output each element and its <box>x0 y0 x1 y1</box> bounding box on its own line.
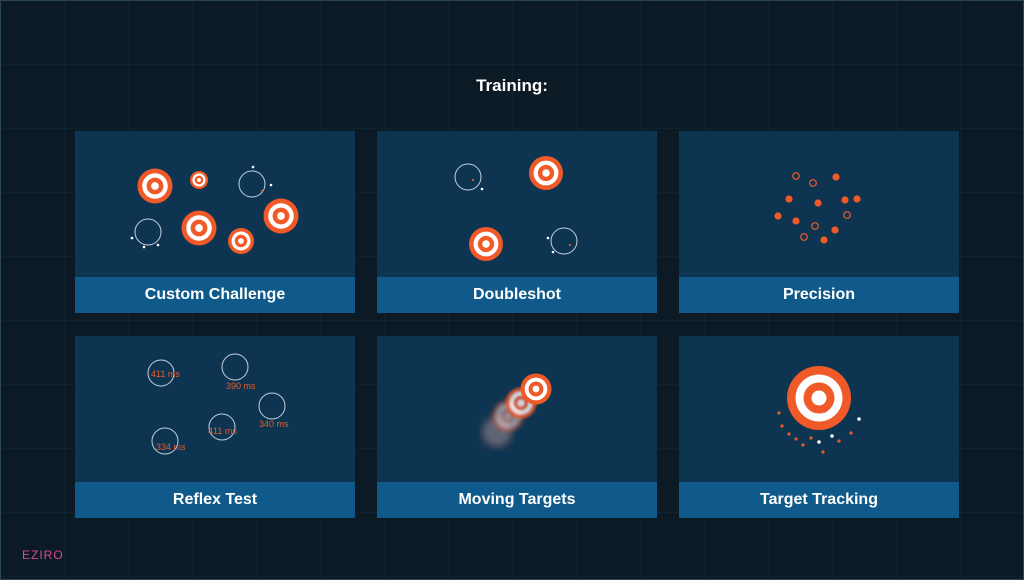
hit-dot <box>568 243 572 247</box>
tracking-dot <box>823 409 827 413</box>
precision-illustration <box>774 172 861 244</box>
reaction-time-label: 334 ms <box>156 442 186 452</box>
empty-target-ring <box>238 170 266 198</box>
card-target-tracking[interactable]: Target Tracking <box>679 336 959 518</box>
precision-dot <box>832 173 840 181</box>
tracking-dot <box>821 450 825 454</box>
hit-dot <box>471 178 475 182</box>
tracking-dot <box>830 434 834 438</box>
card-label: Custom Challenge <box>75 277 355 313</box>
precision-dot <box>792 217 800 225</box>
precision-ring <box>811 222 819 230</box>
hit-dot <box>269 183 273 187</box>
precision-ring <box>843 211 851 219</box>
tracking-dot <box>809 436 813 440</box>
card-doubleshot[interactable]: Doubleshot <box>377 131 657 313</box>
empty-target-ring <box>258 392 286 420</box>
tracking-dot <box>787 432 791 436</box>
reflex-test-illustration: 411 ms 390 ms 340 ms 411 ms 334 ms <box>147 353 289 455</box>
precision-dot <box>785 195 793 203</box>
card-moving-targets[interactable]: Moving Targets <box>377 336 657 518</box>
hit-dot <box>130 236 134 240</box>
reaction-time-label: 340 ms <box>259 419 289 429</box>
target-icon <box>228 228 254 254</box>
tracking-dot <box>777 411 781 415</box>
tracking-dot <box>794 437 798 441</box>
page-title: Training: <box>476 76 548 95</box>
reaction-time-label: 411 ms <box>151 369 180 379</box>
precision-dot <box>853 195 861 203</box>
card-label: Target Tracking <box>679 482 959 518</box>
tracking-dot <box>849 431 853 435</box>
tracking-dot <box>801 443 805 447</box>
tracking-dot <box>837 439 841 443</box>
target-icon <box>469 227 503 261</box>
empty-target-ring <box>147 359 175 387</box>
precision-ring <box>792 172 800 180</box>
reaction-time-label: 411 ms <box>208 426 237 436</box>
hit-dot <box>480 187 484 191</box>
empty-target-ring <box>208 413 236 441</box>
eziro-logo: EZIRO <box>22 548 64 562</box>
hit-dot <box>156 243 160 247</box>
card-label: Precision <box>679 277 959 313</box>
hit-dot <box>546 236 550 240</box>
target-icon <box>263 198 299 234</box>
precision-ring <box>809 179 817 187</box>
hit-dot <box>251 165 255 169</box>
target-icon <box>787 366 851 430</box>
precision-dot <box>814 199 822 207</box>
reaction-time-label: 390 ms <box>226 381 256 391</box>
target-icon <box>181 210 217 246</box>
moving-targets-illustration <box>481 373 552 448</box>
target-icon <box>137 168 173 204</box>
custom-challenge-illustration <box>130 165 299 254</box>
empty-target-ring <box>134 218 162 246</box>
hit-dot <box>142 245 146 249</box>
card-precision[interactable]: Precision <box>679 131 959 313</box>
empty-target-ring <box>454 163 482 191</box>
precision-dot <box>841 196 849 204</box>
tracking-dot <box>857 417 861 421</box>
tracking-dot <box>817 440 821 444</box>
card-label: Doubleshot <box>377 277 657 313</box>
precision-dot <box>774 212 782 220</box>
tracking-dot <box>780 424 784 428</box>
target-icon <box>190 171 208 189</box>
target-tracking-illustration <box>777 366 861 454</box>
target-icon <box>529 156 563 190</box>
hit-dot <box>551 250 555 254</box>
precision-ring <box>800 233 808 241</box>
card-label: Reflex Test <box>75 482 355 518</box>
card-reflex-test[interactable]: 411 ms 390 ms 340 ms 411 ms 334 ms Refle… <box>75 336 355 518</box>
empty-target-ring <box>550 227 578 255</box>
hit-dot <box>260 189 264 193</box>
empty-target-ring <box>221 353 249 381</box>
precision-dot <box>820 236 828 244</box>
card-label: Moving Targets <box>377 482 657 518</box>
target-icon <box>520 373 552 405</box>
precision-dot <box>831 226 839 234</box>
card-custom-challenge[interactable]: Custom Challenge <box>75 131 355 313</box>
doubleshot-illustration <box>454 156 578 261</box>
empty-target-ring <box>151 427 179 455</box>
